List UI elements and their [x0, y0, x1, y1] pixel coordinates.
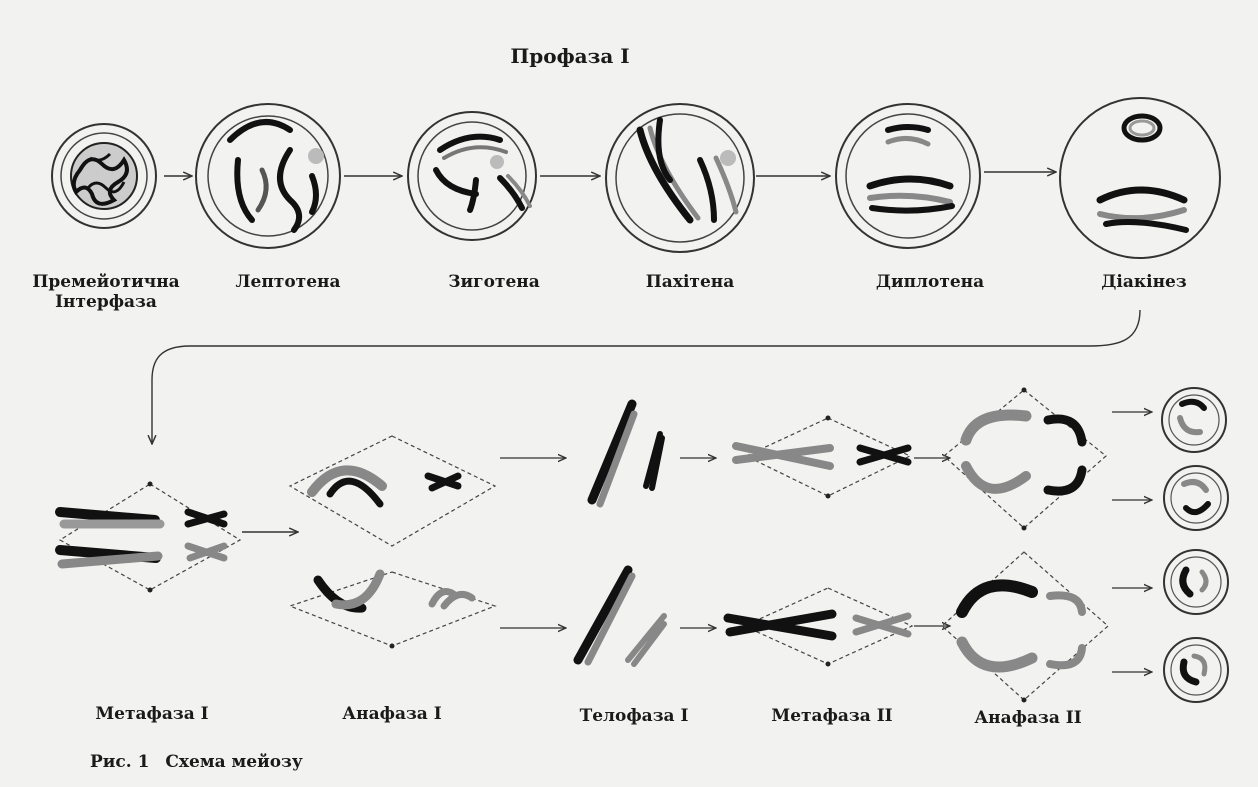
- anaphase-1-bottom: [290, 572, 495, 649]
- cell-pachytene: [606, 104, 754, 252]
- gamete-cell: [1164, 550, 1228, 614]
- prophase-arrows: [164, 172, 1056, 176]
- anaphase-2-bottom: [942, 552, 1108, 703]
- cell-premeiotic-interphase: [52, 124, 156, 228]
- gamete-cell: [1164, 638, 1228, 702]
- stage-label-anaphase-2: Анафаза II: [974, 708, 1081, 728]
- anaphase-1-top: [290, 436, 495, 546]
- caption-text: Схема мейозу: [165, 752, 302, 772]
- cell-leptotene: [196, 104, 340, 248]
- cell-zygotene: [408, 112, 536, 240]
- telophase-1-bottom: [578, 570, 664, 664]
- stage-label-line: Інтерфаза: [32, 292, 179, 312]
- stage-label-telophase-1: Телофаза I: [580, 706, 689, 726]
- connector-arrow: [152, 310, 1140, 444]
- stage-label-anaphase-1: Анафаза I: [342, 704, 441, 724]
- stage-label-zygotene: Зиготена: [448, 272, 539, 292]
- metaphase-2-bottom: [728, 588, 912, 667]
- cell-diplotene: [836, 104, 980, 248]
- stage-label-diplotene: Диплотена: [876, 272, 984, 292]
- telophase-1-top: [592, 404, 662, 504]
- stage-label-metaphase-1: Метафаза I: [95, 704, 208, 724]
- stage-label-pachytene: Пахітена: [646, 272, 734, 292]
- metaphase-1-figure: [60, 482, 240, 593]
- figure-caption: Рис. 1 Схема мейозу: [90, 752, 303, 772]
- gamete-cell: [1162, 388, 1226, 452]
- stage-label-leptotene: Лептотена: [236, 272, 341, 292]
- stage-label-line: Премейотична: [32, 272, 179, 292]
- cell-diakinesis: [1060, 98, 1220, 258]
- anaphase-2-top: [944, 388, 1106, 531]
- stage-label-diakinesis: Діакінез: [1101, 272, 1186, 292]
- stage-label-premeiotic: Премейотична Інтерфаза: [32, 272, 179, 312]
- caption-label: Рис. 1: [90, 752, 149, 772]
- prophase-title: Профаза I: [510, 44, 629, 68]
- gamete-arrows: [1112, 412, 1152, 672]
- metaphase-2-top: [736, 416, 910, 499]
- stage-label-metaphase-2: Метафаза II: [771, 706, 892, 726]
- gamete-cell: [1164, 466, 1228, 530]
